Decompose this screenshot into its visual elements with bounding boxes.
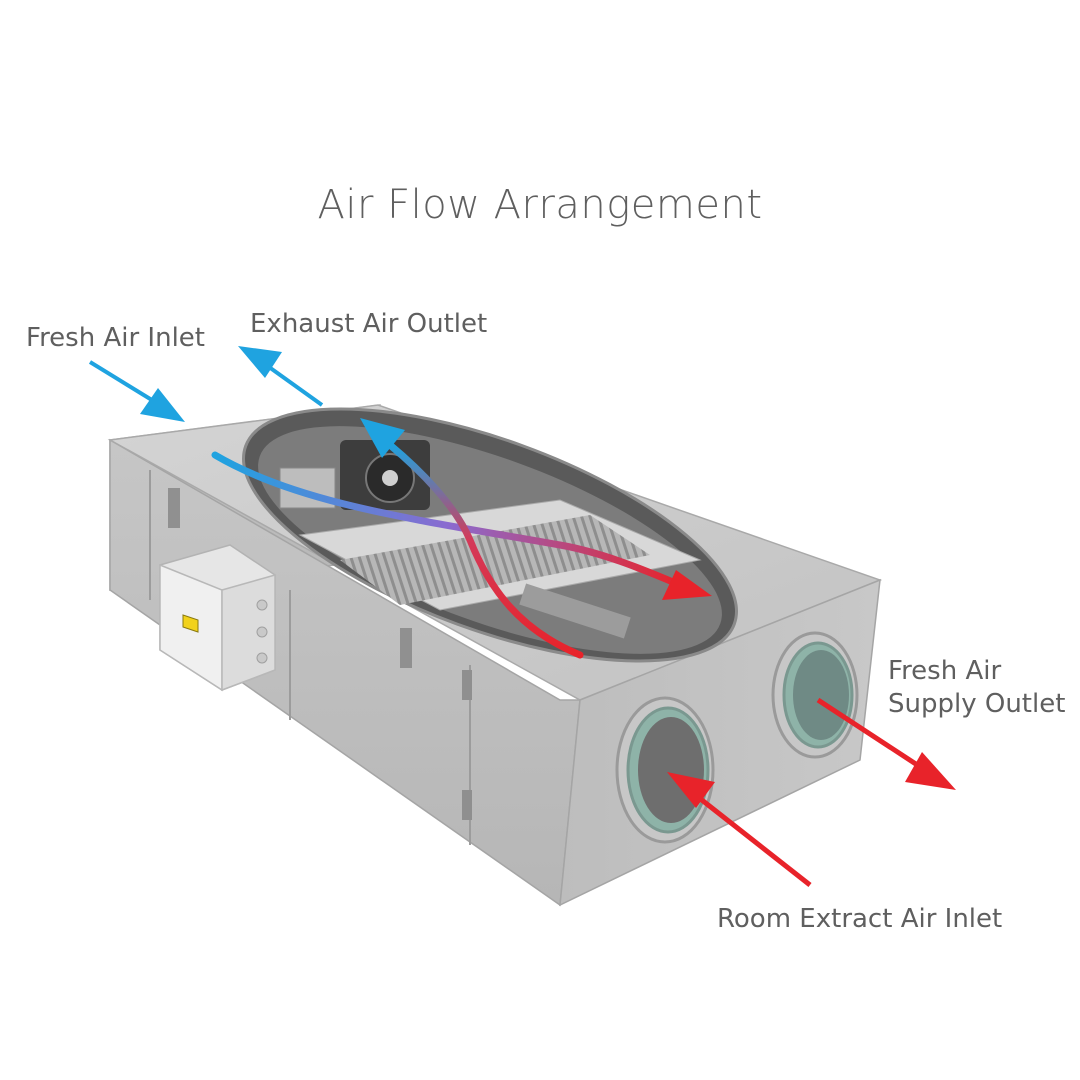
supply-label-line2: Supply Outlet — [888, 688, 1066, 719]
fresh-air-internal-arrowhead — [662, 570, 712, 600]
supply-outlet-spigot — [771, 631, 859, 759]
fresh-air-internal-path — [211, 451, 684, 589]
exhaust-air-outlet-arrow — [238, 346, 324, 407]
fresh-air-inlet-arrow — [88, 360, 185, 422]
diagram-title: Air Flow Arrangement — [317, 182, 763, 228]
room-extract-air-inlet-label: Room Extract Air Inlet — [717, 904, 1003, 934]
fresh-air-supply-outlet-label: Fresh Air Supply Outlet — [888, 655, 1065, 720]
exhaust-air-internal-arrowhead — [360, 418, 405, 458]
fresh-air-supply-outlet-arrow — [816, 697, 956, 790]
room-extract-air-inlet-arrow — [667, 772, 812, 887]
extract-air-internal-path — [386, 441, 584, 659]
fresh-air-inlet-label: Fresh Air Inlet — [26, 323, 205, 353]
electrical-control-box — [159, 544, 276, 692]
extract-inlet-spigot — [615, 696, 715, 844]
exhaust-air-outlet-label: Exhaust Air Outlet — [250, 309, 488, 339]
supply-label-line1: Fresh Air — [888, 656, 1002, 686]
